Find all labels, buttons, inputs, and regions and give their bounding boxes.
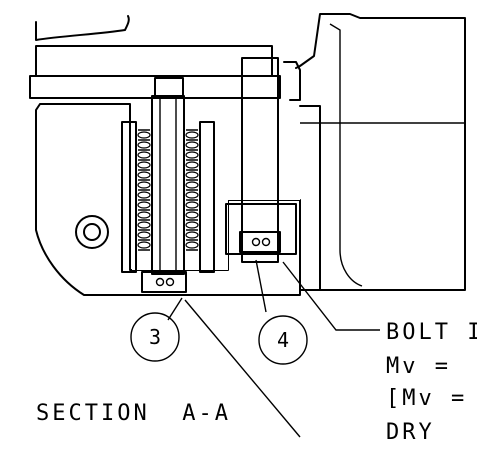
note-line-1: BOLT I — [386, 320, 477, 345]
spring-sleeve-right — [199, 121, 215, 273]
housing-body — [35, 103, 301, 296]
callout-balloon-3: 3 — [130, 297, 183, 362]
spring-right — [185, 129, 199, 251]
callout-number-3: 3 — [149, 325, 161, 349]
spring-left — [137, 129, 151, 251]
leader-line-4 — [255, 259, 267, 313]
bolt-head-3 — [141, 271, 187, 293]
right-cover — [283, 13, 466, 291]
lower-block — [225, 203, 297, 255]
note-line-3: [Mv = — [386, 386, 467, 411]
note-line-4: DRY — [386, 420, 435, 445]
note-line-2: Mv = — [386, 354, 451, 379]
plunger — [151, 95, 185, 275]
top-clip — [35, 15, 130, 41]
vertical-post — [241, 57, 279, 263]
leader-line-bolt — [282, 261, 380, 331]
callout-balloon-4: 4 — [258, 315, 308, 365]
bolt-note: BOLT I Mv = [Mv = DRY — [386, 320, 477, 445]
bolt-head-4 — [239, 231, 281, 253]
section-label: SECTION A-A — [36, 401, 231, 426]
top-plate — [29, 45, 281, 99]
callout-number-4: 4 — [277, 328, 289, 352]
spring-sleeve-left — [121, 121, 137, 273]
leader-line-3 — [184, 299, 301, 438]
pin-hole — [75, 215, 109, 249]
